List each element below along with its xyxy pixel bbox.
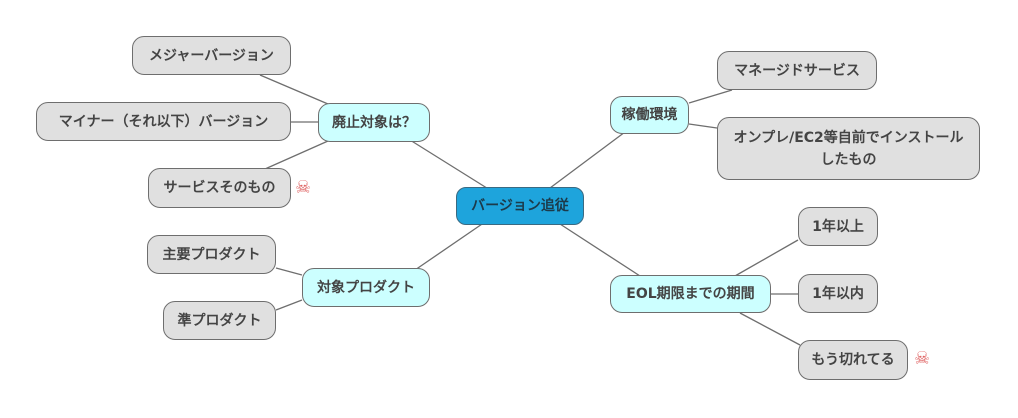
branch-environment[interactable]: 稼働環境	[610, 96, 689, 134]
leaf-managed-service[interactable]: マネージドサービス	[717, 51, 877, 90]
branch-products[interactable]: 対象プロダクト	[302, 268, 430, 307]
leaf-major-version[interactable]: メジャーバージョン	[132, 36, 291, 75]
root-node[interactable]: バージョン追従	[456, 187, 584, 225]
leaf-main-products[interactable]: 主要プロダクト	[147, 235, 276, 274]
skull-crossbones-icon: ☠	[914, 348, 931, 369]
leaf-minor-version[interactable]: マイナー（それ以下）バージョン	[36, 102, 291, 141]
skull-crossbones-icon: ☠	[295, 177, 312, 198]
leaf-within-one-year[interactable]: 1年以内	[798, 274, 878, 313]
branch-deprecation[interactable]: 廃止対象は？	[318, 103, 430, 142]
leaf-service-itself[interactable]: サービスそのもの	[148, 168, 291, 208]
leaf-over-one-year[interactable]: 1年以上	[798, 207, 878, 246]
leaf-self-installed[interactable]: オンプレ/EC2等自前でインストールしたもの	[717, 117, 980, 180]
leaf-already-expired[interactable]: もう切れてる	[798, 340, 908, 380]
leaf-sub-products[interactable]: 準プロダクト	[163, 301, 276, 340]
branch-eol-period[interactable]: EOL期限までの期間	[610, 275, 771, 313]
